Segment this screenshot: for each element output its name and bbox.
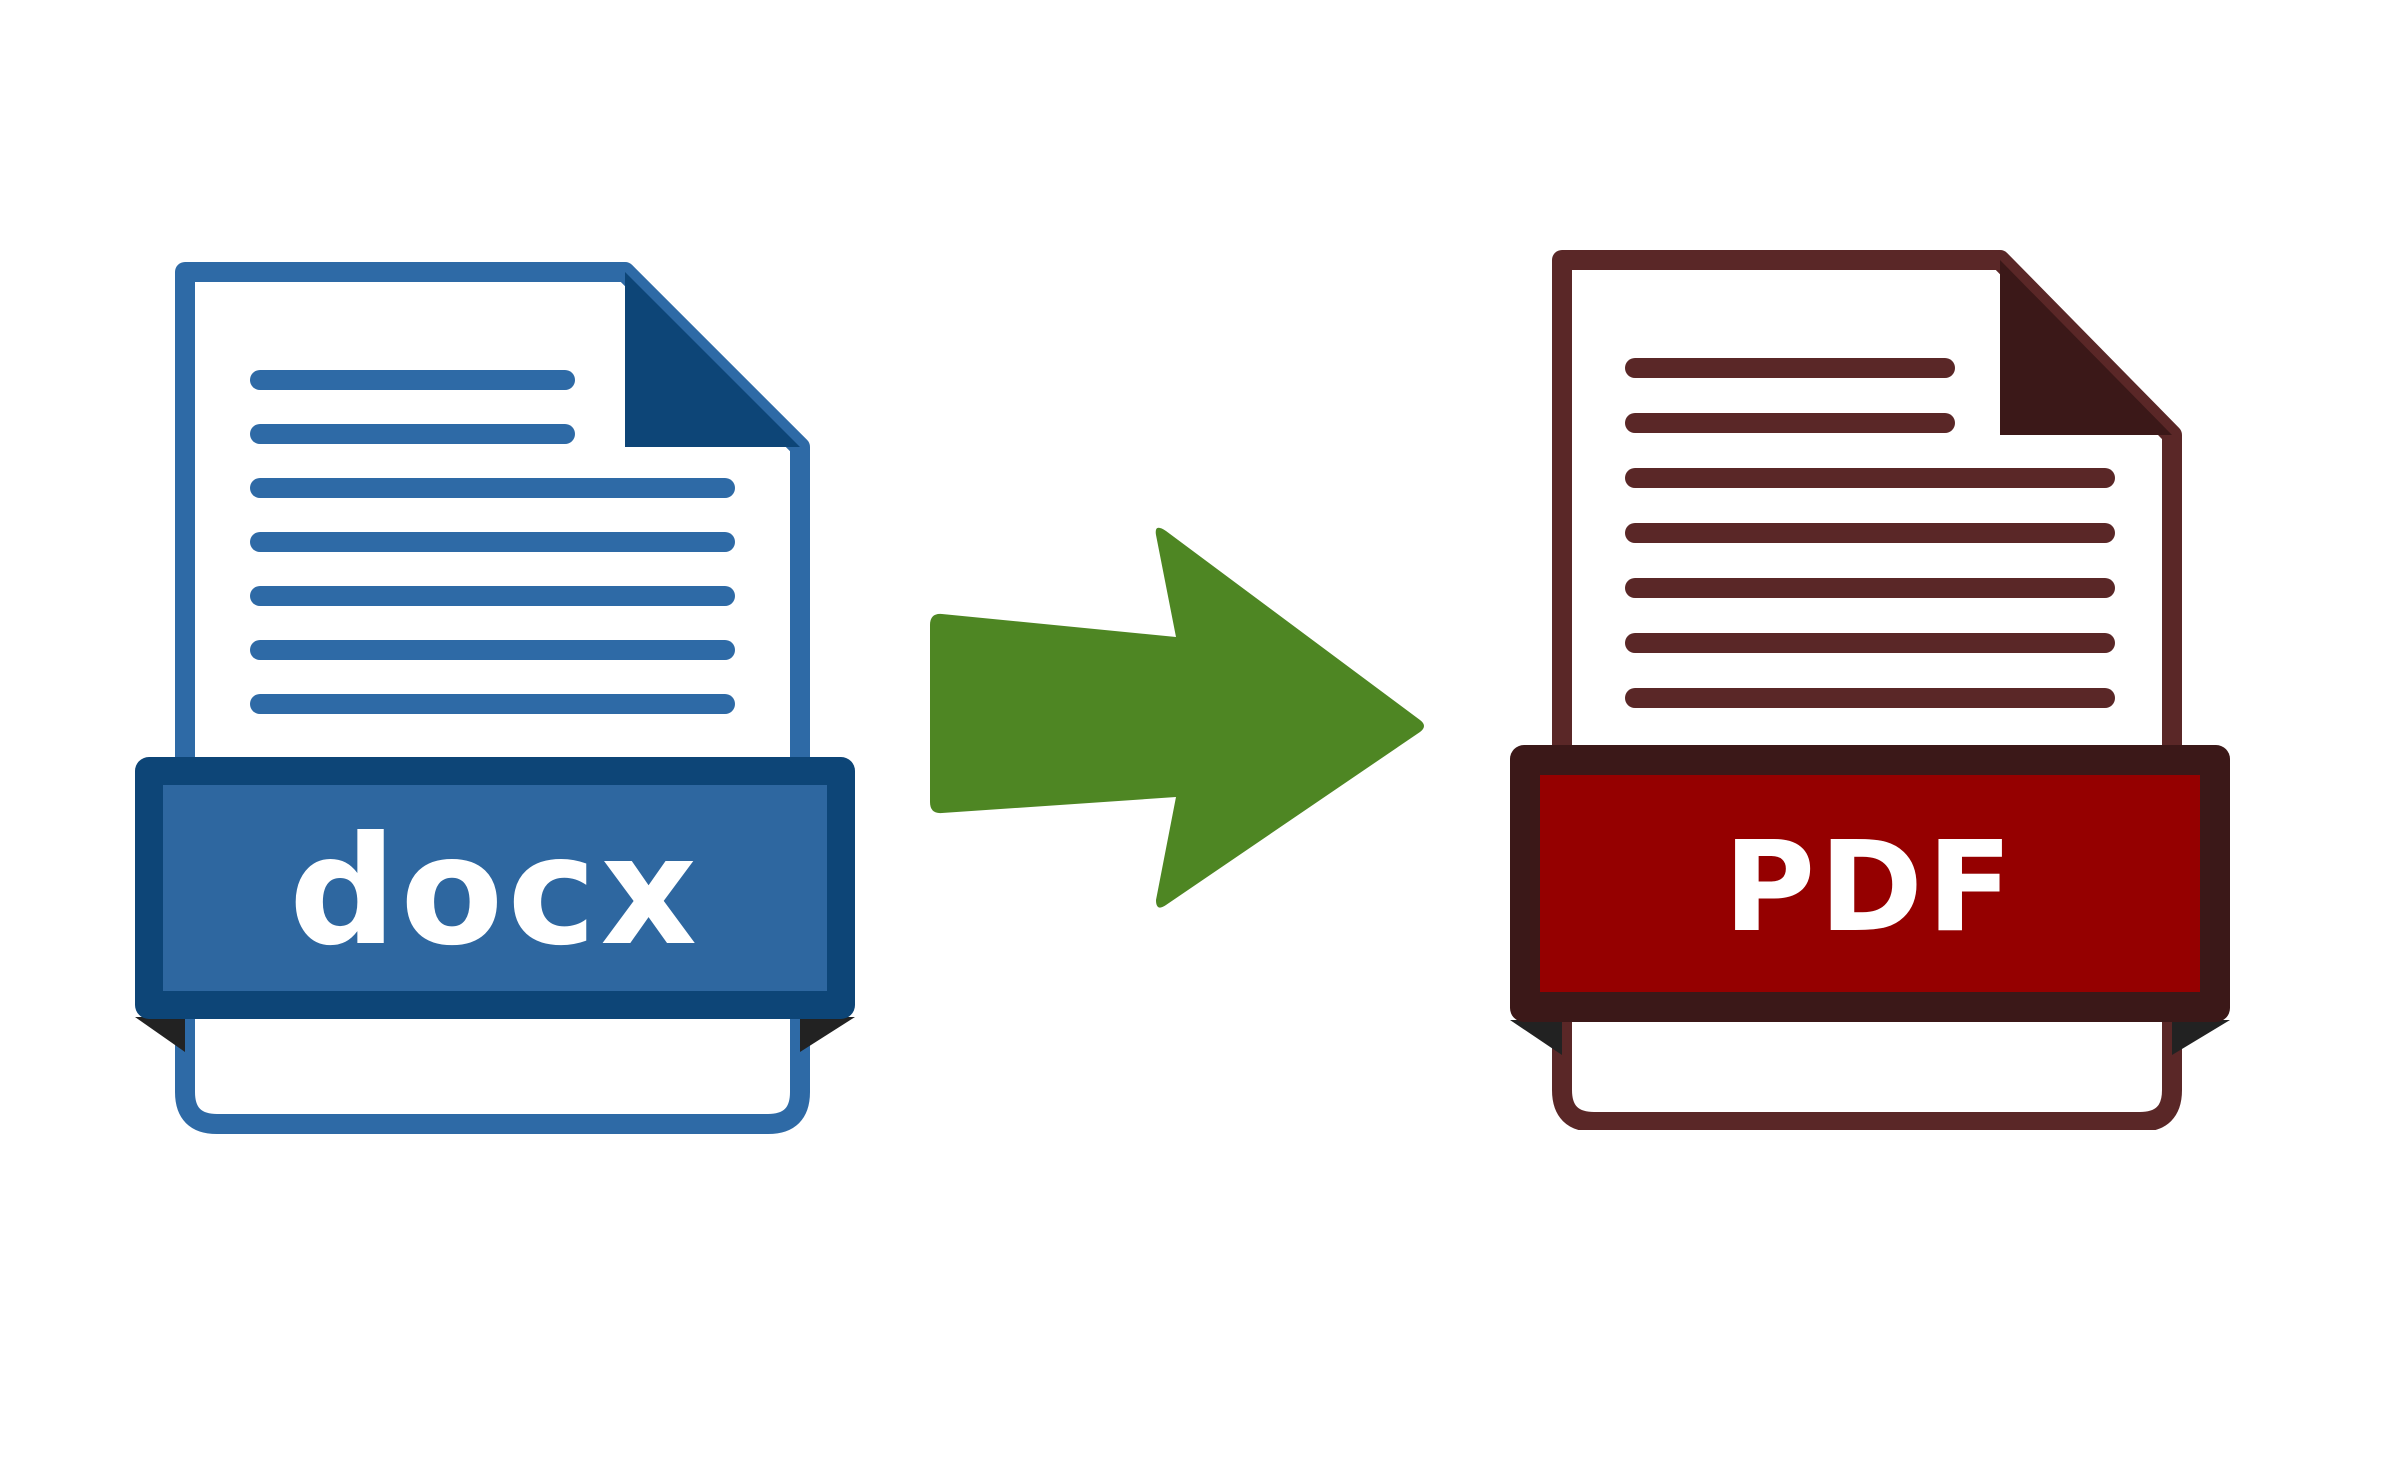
- docx-band-inner: [163, 785, 827, 991]
- docx-band-shadow-left: [135, 1017, 185, 1052]
- pdf-folded-corner: [2000, 260, 2172, 435]
- conversion-arrow: [930, 527, 1424, 908]
- arrow-right-icon: [920, 525, 1430, 910]
- docx-document-icon: [135, 262, 855, 1134]
- pdf-band-shadow-left: [1510, 1020, 1562, 1055]
- pdf-text-lines: [1625, 358, 2115, 708]
- pdf-file-icon: PDF: [1500, 250, 2240, 1130]
- pdf-band-inner: [1540, 775, 2200, 992]
- docx-folded-corner: [625, 272, 800, 447]
- docx-text-lines: [250, 370, 735, 714]
- arrow-shape: [930, 527, 1424, 908]
- pdf-band-shadow-right: [2172, 1020, 2230, 1055]
- pdf-document-icon: [1510, 250, 2230, 1130]
- docx-file-icon: docx: [125, 262, 865, 1142]
- docx-band-shadow-right: [800, 1017, 855, 1052]
